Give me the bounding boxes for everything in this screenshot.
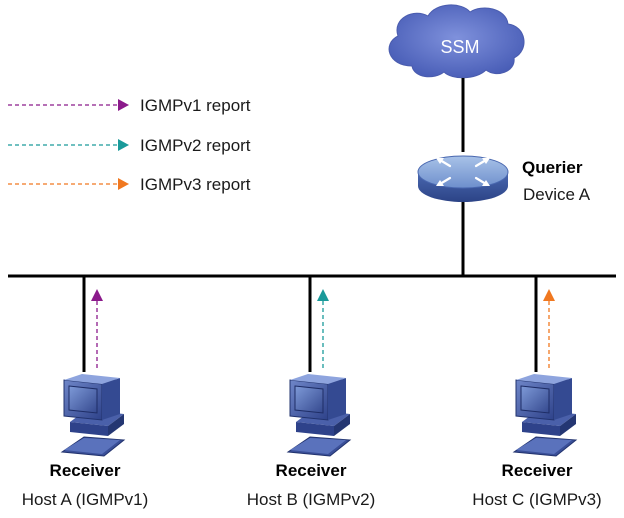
host-b-role: Receiver	[276, 461, 347, 480]
host-c-report-arrow	[543, 289, 555, 301]
cloud-label: SSM	[440, 37, 479, 57]
computer-icon	[61, 373, 125, 457]
host-c: Receiver Host C (IGMPv3)	[472, 276, 602, 509]
host-a: Receiver Host A (IGMPv1)	[22, 276, 149, 509]
router-name: Device A	[523, 185, 591, 204]
host-b-name: Host B (IGMPv2)	[247, 490, 375, 509]
router-role: Querier	[522, 158, 583, 177]
computer-icon	[513, 373, 577, 457]
legend-arrow-igmpv2	[118, 139, 129, 151]
host-b-report-arrow	[317, 289, 329, 301]
host-a-name: Host A (IGMPv1)	[22, 490, 149, 509]
host-c-role: Receiver	[502, 461, 573, 480]
host-b: Receiver Host B (IGMPv2)	[247, 276, 375, 509]
legend: IGMPv1 report IGMPv2 report IGMPv3 repor…	[8, 96, 251, 194]
router-icon	[417, 155, 509, 202]
ssm-cloud: SSM	[388, 4, 525, 79]
computer-icon	[287, 373, 351, 457]
legend-label-igmpv3: IGMPv3 report	[140, 175, 251, 194]
legend-arrow-igmpv1	[118, 99, 129, 111]
legend-label-igmpv1: IGMPv1 report	[140, 96, 251, 115]
host-c-name: Host C (IGMPv3)	[472, 490, 601, 509]
host-a-report-arrow	[91, 289, 103, 301]
host-a-role: Receiver	[50, 461, 121, 480]
legend-arrow-igmpv3	[118, 178, 129, 190]
legend-label-igmpv2: IGMPv2 report	[140, 136, 251, 155]
